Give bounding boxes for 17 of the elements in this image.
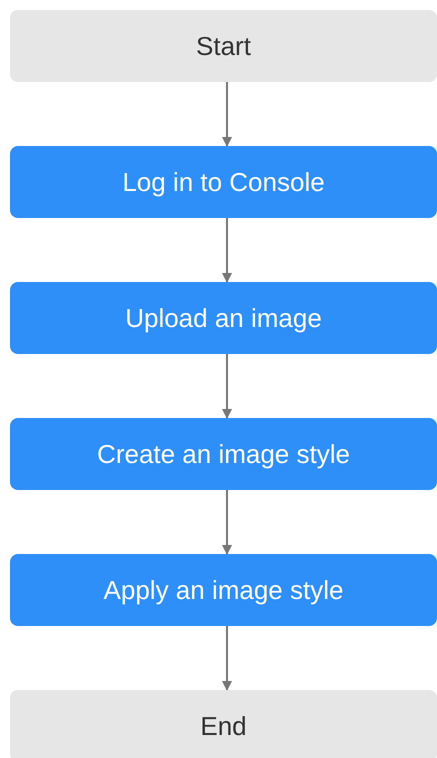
process-box [10,418,437,490]
process-box [10,146,437,218]
arrow [222,490,232,555]
node-label: End [199,712,248,740]
arrow [222,626,232,691]
process-box [10,554,437,626]
node-label: Apply an image style [102,576,344,604]
arrow [222,354,232,419]
process-box [10,282,437,354]
node-label: Create an image style [96,440,351,468]
node-label: Log in to Console [121,168,326,196]
node-label: Start [195,32,252,60]
arrow [222,82,232,147]
node-label: Upload an image [124,304,323,332]
arrow [222,218,232,283]
terminal-box [10,690,437,758]
terminal-box [10,10,437,82]
